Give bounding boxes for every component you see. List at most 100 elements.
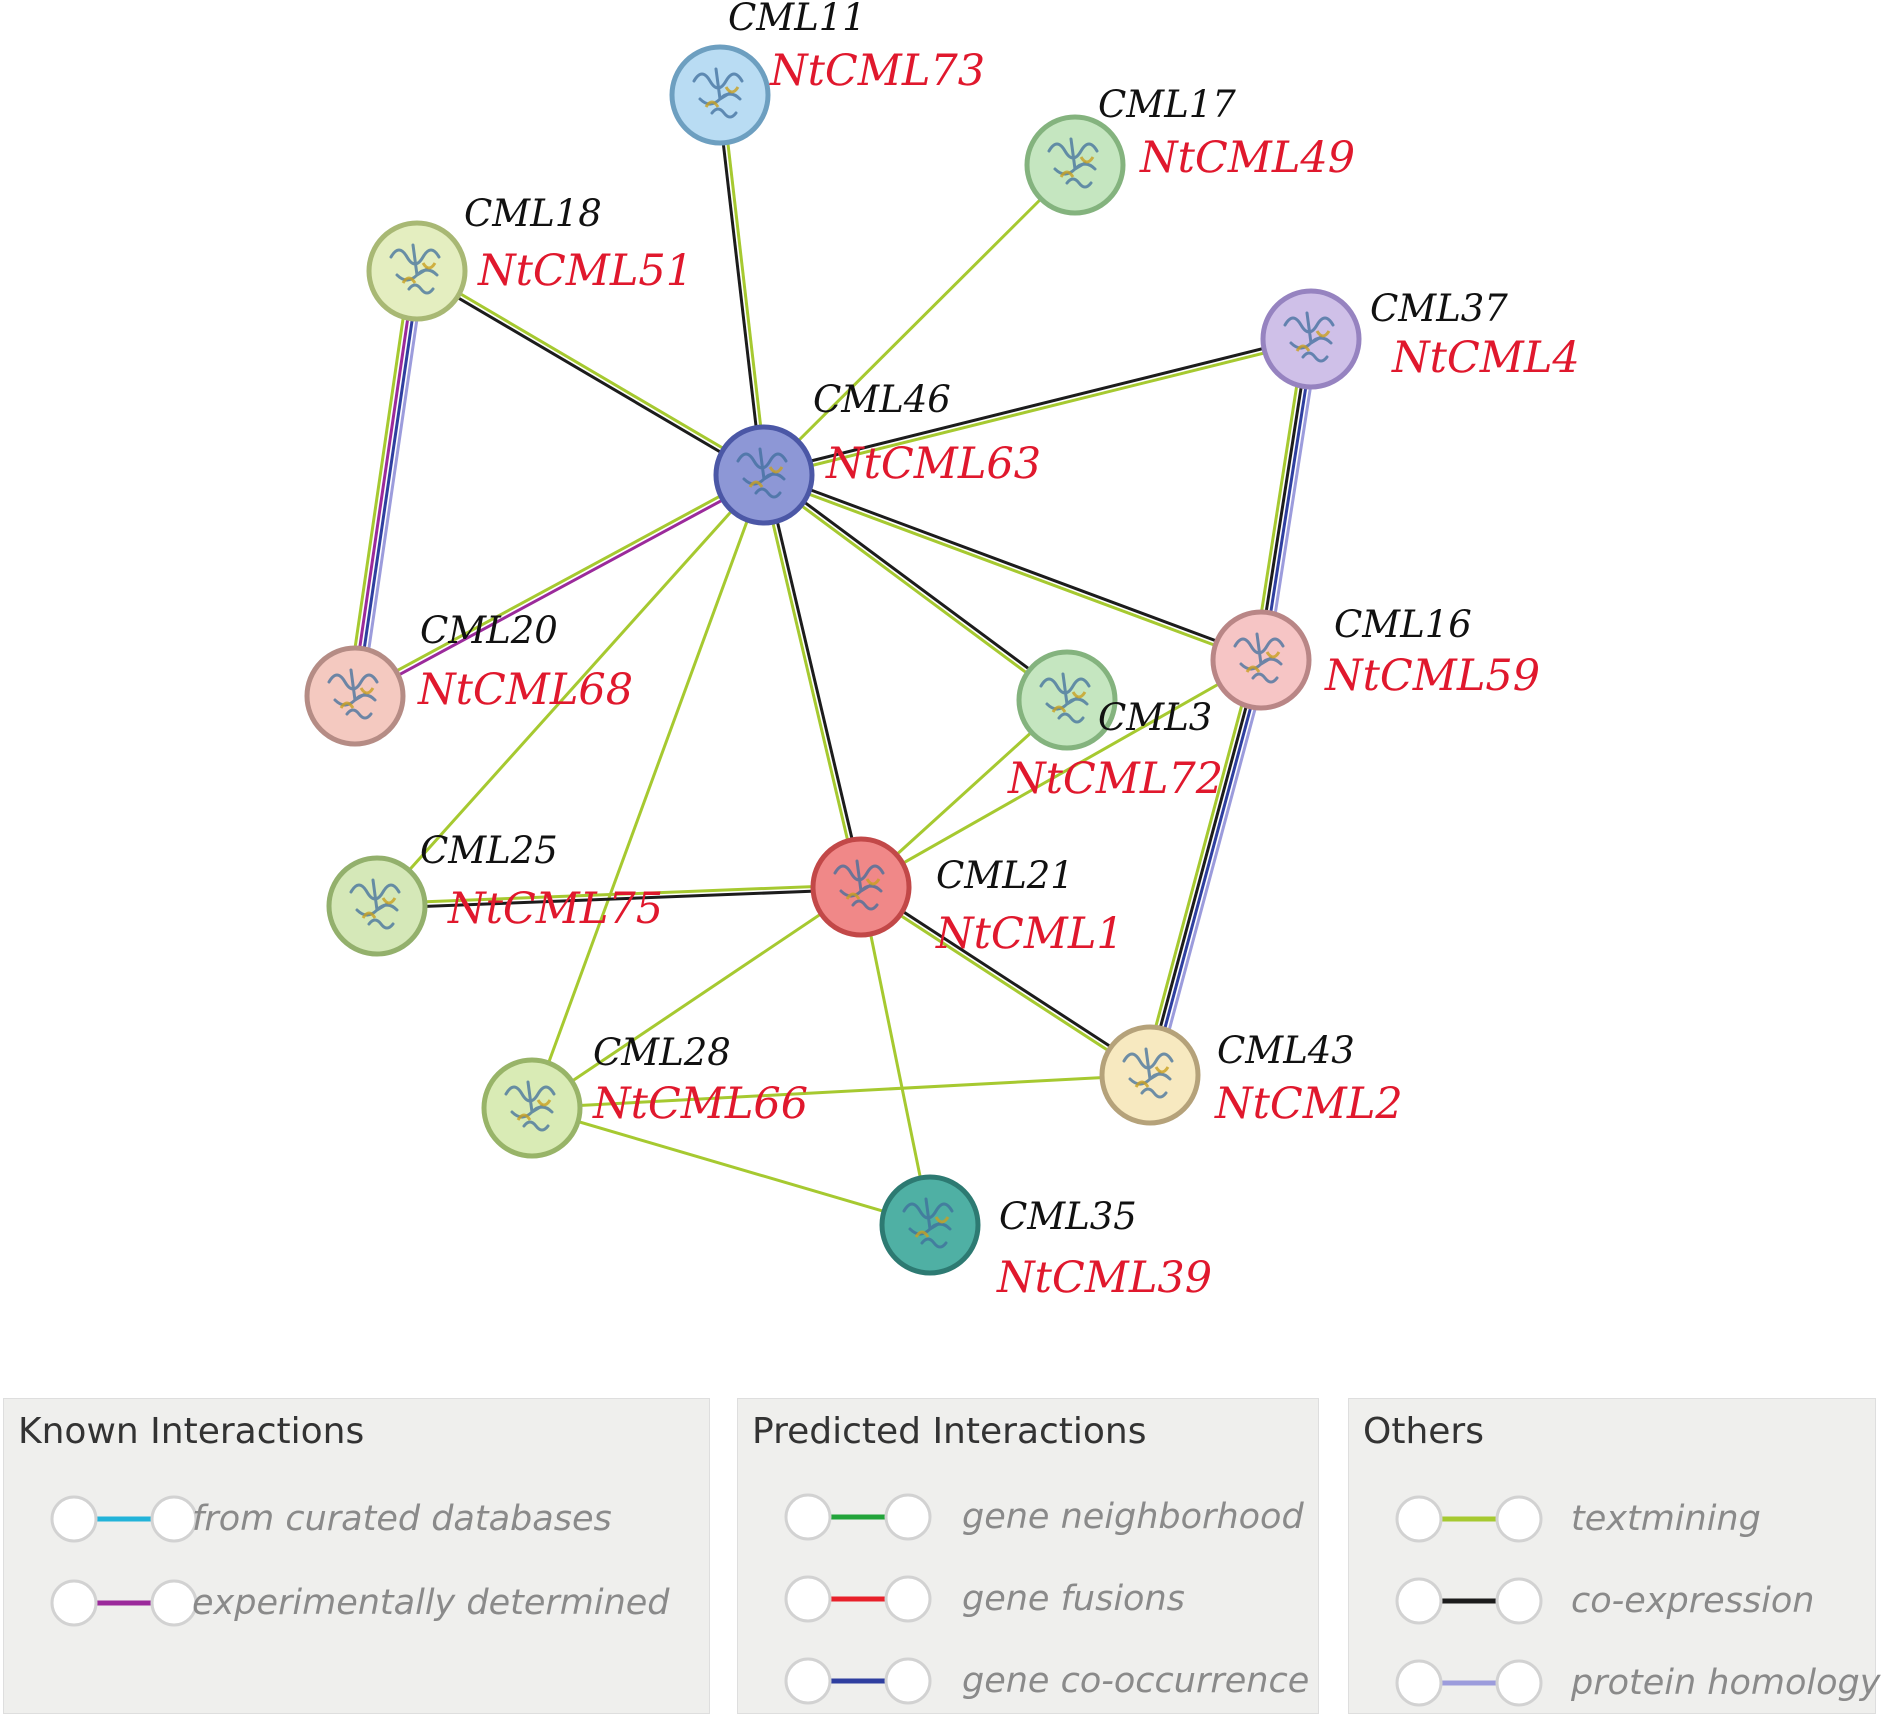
edge-line-cooccurrence [1150, 660, 1265, 1076]
edge-line-homology [1155, 661, 1270, 1078]
edge-cml28-cml43 [531, 1073, 1151, 1110]
edge-cml46-cml21 [760, 474, 865, 888]
edge-sample-icon [784, 1657, 932, 1705]
legend-item-label: textmining [1571, 1499, 1761, 1539]
node-label-arabidopsis: CML16 [1334, 603, 1472, 646]
edge-line-experimental [351, 270, 417, 696]
edge-layer [346, 94, 1320, 1227]
edge-cml18-cml20 [346, 269, 426, 698]
legend-title: Predicted Interactions [752, 1411, 1147, 1452]
legend-item-label: gene neighborhood [962, 1497, 1304, 1537]
legend-item: experimentally determined [4, 1573, 709, 1633]
edge-cml28-cml35 [531, 1106, 931, 1227]
protein-helix-icon [1245, 651, 1281, 673]
edge-line-textmining [1141, 657, 1256, 1074]
edge-sample-icon [1395, 1659, 1543, 1707]
protein-structure-icon [1122, 1047, 1174, 1099]
edge-sample-icon [50, 1579, 198, 1627]
legend-item-label: gene fusions [962, 1579, 1185, 1619]
edge-line-cooccurrence [1261, 339, 1315, 661]
edge-line-textmining [376, 883, 861, 906]
edge-line-textmining [417, 267, 766, 475]
edge-cml46-cml37 [763, 335, 1312, 479]
legend-item-label: experimentally determined [192, 1583, 670, 1623]
legend-item: protein homology [1349, 1653, 1880, 1713]
node-label-arabidopsis: CML37 [1370, 287, 1508, 330]
legend-item-label: protein homology [1571, 1663, 1881, 1703]
edge-line-textmining [764, 339, 1312, 479]
node-label-tobacco: NtCML4 [1391, 333, 1580, 383]
protein-structure-icon [1283, 311, 1335, 363]
edge-line-homology [360, 271, 426, 698]
edge-line-textmining [760, 475, 861, 888]
protein-helix-icon [1051, 691, 1087, 713]
node-label-tobacco: NtCML49 [1139, 133, 1355, 183]
edge-line-coexpression [764, 471, 1070, 700]
node-label-tobacco: NtCML59 [1324, 651, 1540, 701]
edge-line-coexpression [415, 271, 764, 479]
legend-others: Others textmining co-expression protein … [1348, 1398, 1880, 1714]
edge-cml16-cml43 [1141, 657, 1270, 1078]
protein-helix-icon [516, 1099, 552, 1121]
node-label-arabidopsis: CML17 [1098, 83, 1236, 126]
edge-sample-icon [50, 1495, 198, 1543]
protein-helix-icon [1295, 330, 1331, 352]
legend-title: Others [1363, 1411, 1484, 1452]
edge-line-textmining [762, 475, 1261, 664]
edge-line-textmining [531, 1073, 1151, 1110]
edge-line-textmining [858, 887, 1150, 1079]
edge-cml46-cml17 [762, 163, 1077, 477]
protein-helix-icon [845, 878, 881, 900]
node-label-tobacco: NtCML68 [417, 665, 633, 715]
protein-structure-icon [349, 878, 401, 930]
protein-helix-icon [704, 86, 740, 108]
edge-line-textmining [531, 1106, 931, 1227]
node-label-arabidopsis: CML25 [420, 829, 558, 872]
protein-structure-icon [504, 1080, 556, 1132]
protein-structure-icon [736, 447, 788, 499]
protein-structure-icon [902, 1197, 954, 1249]
edge-line-cooccurrence [355, 271, 421, 697]
node-label-arabidopsis: CML46 [813, 378, 951, 421]
node-label-arabidopsis: CML28 [593, 1031, 731, 1074]
legend-predicted-interactions: Predicted Interactions gene neighborhood… [737, 1398, 1319, 1714]
protein-structure-icon [1039, 672, 1091, 724]
edge-line-textmining [859, 886, 932, 1226]
edge-line-coexpression [1257, 338, 1311, 660]
node-label-arabidopsis: CML18 [464, 192, 602, 235]
edge-sample-icon [1395, 1495, 1543, 1543]
node-label-arabidopsis: CML21 [936, 854, 1074, 897]
node-label-tobacco: NtCML72 [1007, 754, 1223, 804]
protein-structure-icon [1233, 632, 1285, 684]
protein-helix-icon [1059, 156, 1095, 178]
protein-helix-icon [748, 466, 784, 488]
node-label-tobacco: NtCML73 [769, 46, 985, 96]
edge-line-coexpression [763, 335, 1311, 475]
legend-item: gene neighborhood [738, 1487, 1318, 1547]
edge-line-experimental [355, 475, 766, 700]
protein-structure-icon [389, 243, 441, 295]
legend-title: Known Interactions [18, 1411, 365, 1452]
edge-line-coexpression [1146, 659, 1261, 1075]
edge-cml46-cml3 [761, 471, 1070, 704]
node-label-tobacco: NtCML39 [996, 1253, 1212, 1303]
node-label-tobacco: NtCML63 [825, 439, 1041, 489]
edge-sample-icon [784, 1493, 932, 1541]
edge-line-textmining [761, 475, 1067, 704]
node-layer: CML11NtCML73CML17NtCML49CML18NtCML51CML3… [304, 0, 1580, 1303]
edge-line-textmining [762, 163, 1077, 477]
edge-line-coexpression [764, 471, 1263, 660]
